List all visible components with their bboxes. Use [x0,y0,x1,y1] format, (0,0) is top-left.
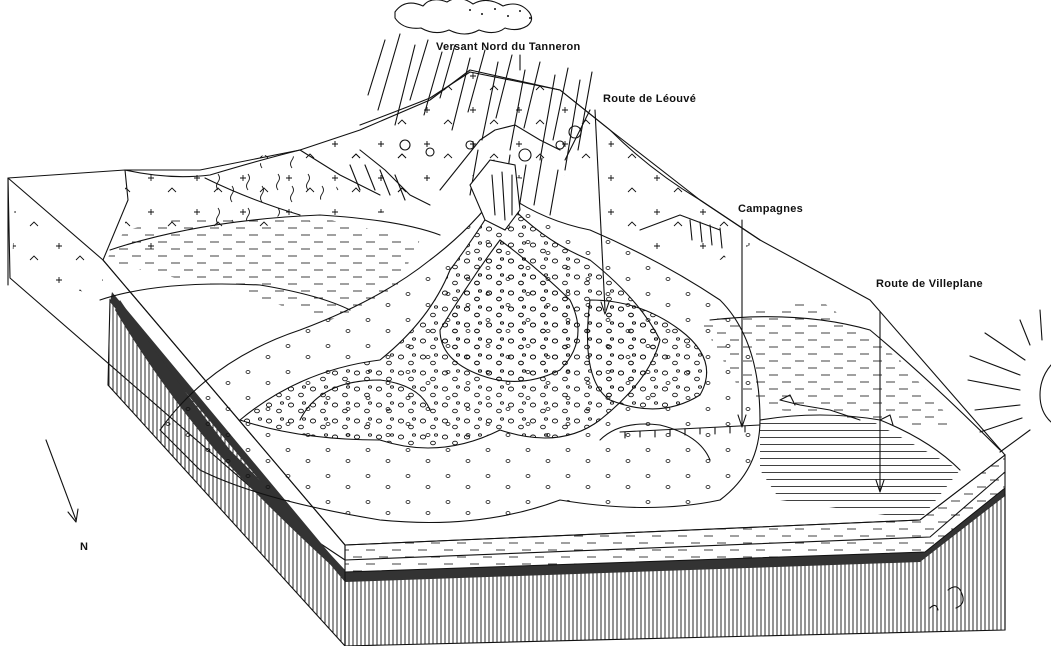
left-face-schist [12,190,110,300]
right-hills [600,130,760,260]
label-route-de-leouve: Route de Léouvé [603,93,696,105]
massif-summit [320,72,610,200]
alluvial-plain-right [760,420,960,520]
label-route-de-villeplane: Route de Villeplane [876,278,983,290]
north-arrow-icon [46,440,78,522]
label-versant-nord-du-tanneron: Versant Nord du Tanneron [436,41,581,53]
rain-cloud-icon [395,0,532,34]
label-campagnes: Campagnes [738,203,803,215]
label-north: N [80,541,88,553]
